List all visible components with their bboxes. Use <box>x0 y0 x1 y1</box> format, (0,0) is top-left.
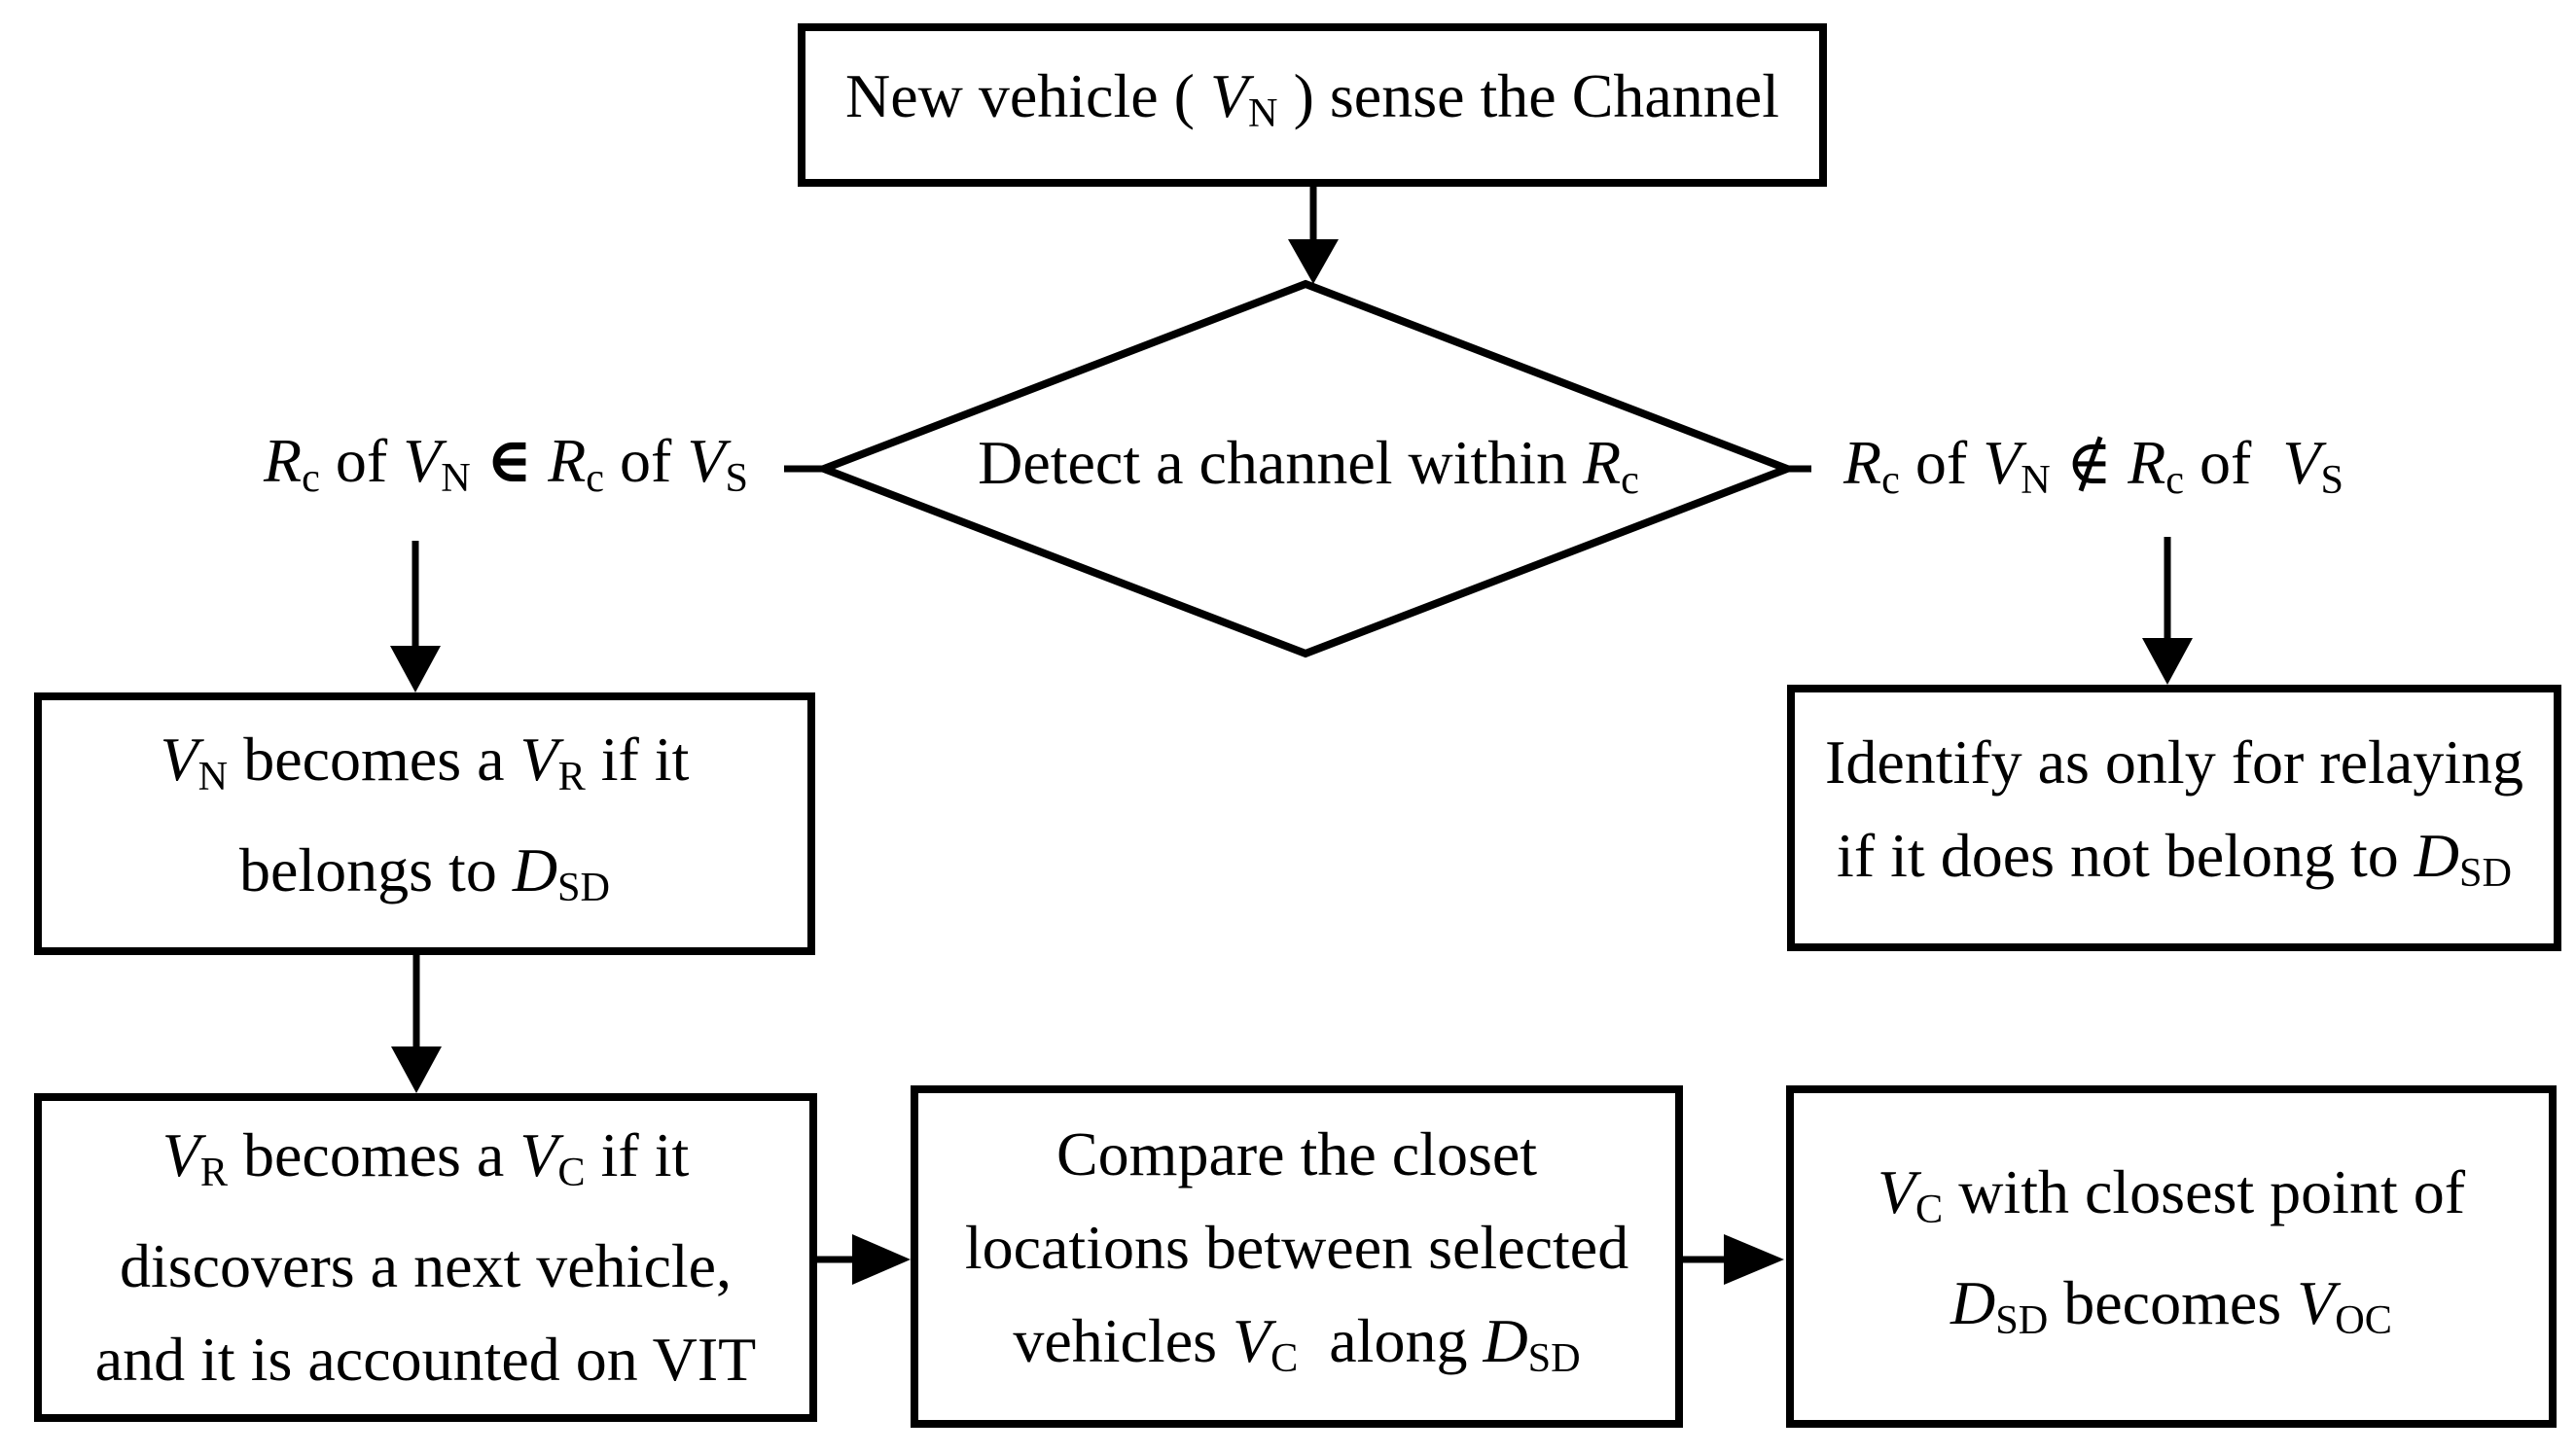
edge-label-not-in-range-text: Rc of VN ∉ Rc of VS <box>1843 427 2343 504</box>
arrow-right-icon <box>1724 1234 1784 1285</box>
arrow-right-icon <box>852 1234 911 1285</box>
node-becomes-optimal-line-1: VC with closest point of <box>1877 1156 2466 1232</box>
arrow-down-icon <box>2142 638 2193 685</box>
node-becomes-relay: VN becomes a VR if it belongs to DSD <box>34 692 815 955</box>
node-compare-locations-line-1: Compare the closet <box>1055 1118 1538 1188</box>
node-only-relaying-line-1: Identify as only for relaying <box>1825 727 2523 797</box>
arrow-down-icon <box>1288 239 1339 284</box>
node-becomes-optimal: VC with closest point of DSD becomes VOC <box>1786 1085 2557 1428</box>
node-becomes-candidate-line-2: discovers a next vehicle, <box>119 1231 733 1301</box>
edge-label-in-range: Rc of VN ∈ Rc of VS <box>214 416 798 523</box>
node-becomes-candidate-line-1: VR becomes a VC if it <box>161 1119 690 1196</box>
node-start-text: New vehicle ( VN ) sense the Channel <box>845 60 1779 137</box>
arrow-down-icon <box>391 1046 442 1093</box>
node-only-relaying-line-2: if it does not belong to DSD <box>1837 820 2512 897</box>
node-only-relaying: Identify as only for relaying if it does… <box>1787 685 2561 951</box>
edge-label-not-in-range: Rc of VN ∉ Rc of VS <box>1811 418 2376 525</box>
decision-diamond-shape <box>812 279 1799 658</box>
node-compare-locations: Compare the closet locations between sel… <box>911 1085 1683 1428</box>
edge-label-in-range-text: Rc of VN ∈ Rc of VS <box>264 425 748 502</box>
node-start: New vehicle ( VN ) sense the Channel <box>798 23 1827 187</box>
node-compare-locations-line-3: vehicles VC along DSD <box>1013 1305 1581 1382</box>
node-decision: Detect a channel within Rc <box>876 408 1741 535</box>
node-decision-text: Detect a channel within Rc <box>978 427 1639 504</box>
node-becomes-relay-line-1: VN becomes a VR if it <box>160 724 690 799</box>
node-becomes-candidate: VR becomes a VC if it discovers a next v… <box>34 1093 817 1422</box>
arrow-down-icon <box>390 646 441 692</box>
node-becomes-candidate-line-3: and it is accounted on VIT <box>94 1325 757 1395</box>
node-becomes-relay-line-2: belongs to DSD <box>238 835 611 911</box>
node-becomes-optimal-line-2: DSD becomes VOC <box>1950 1268 2392 1344</box>
node-compare-locations-line-2: locations between selected <box>964 1212 1629 1282</box>
